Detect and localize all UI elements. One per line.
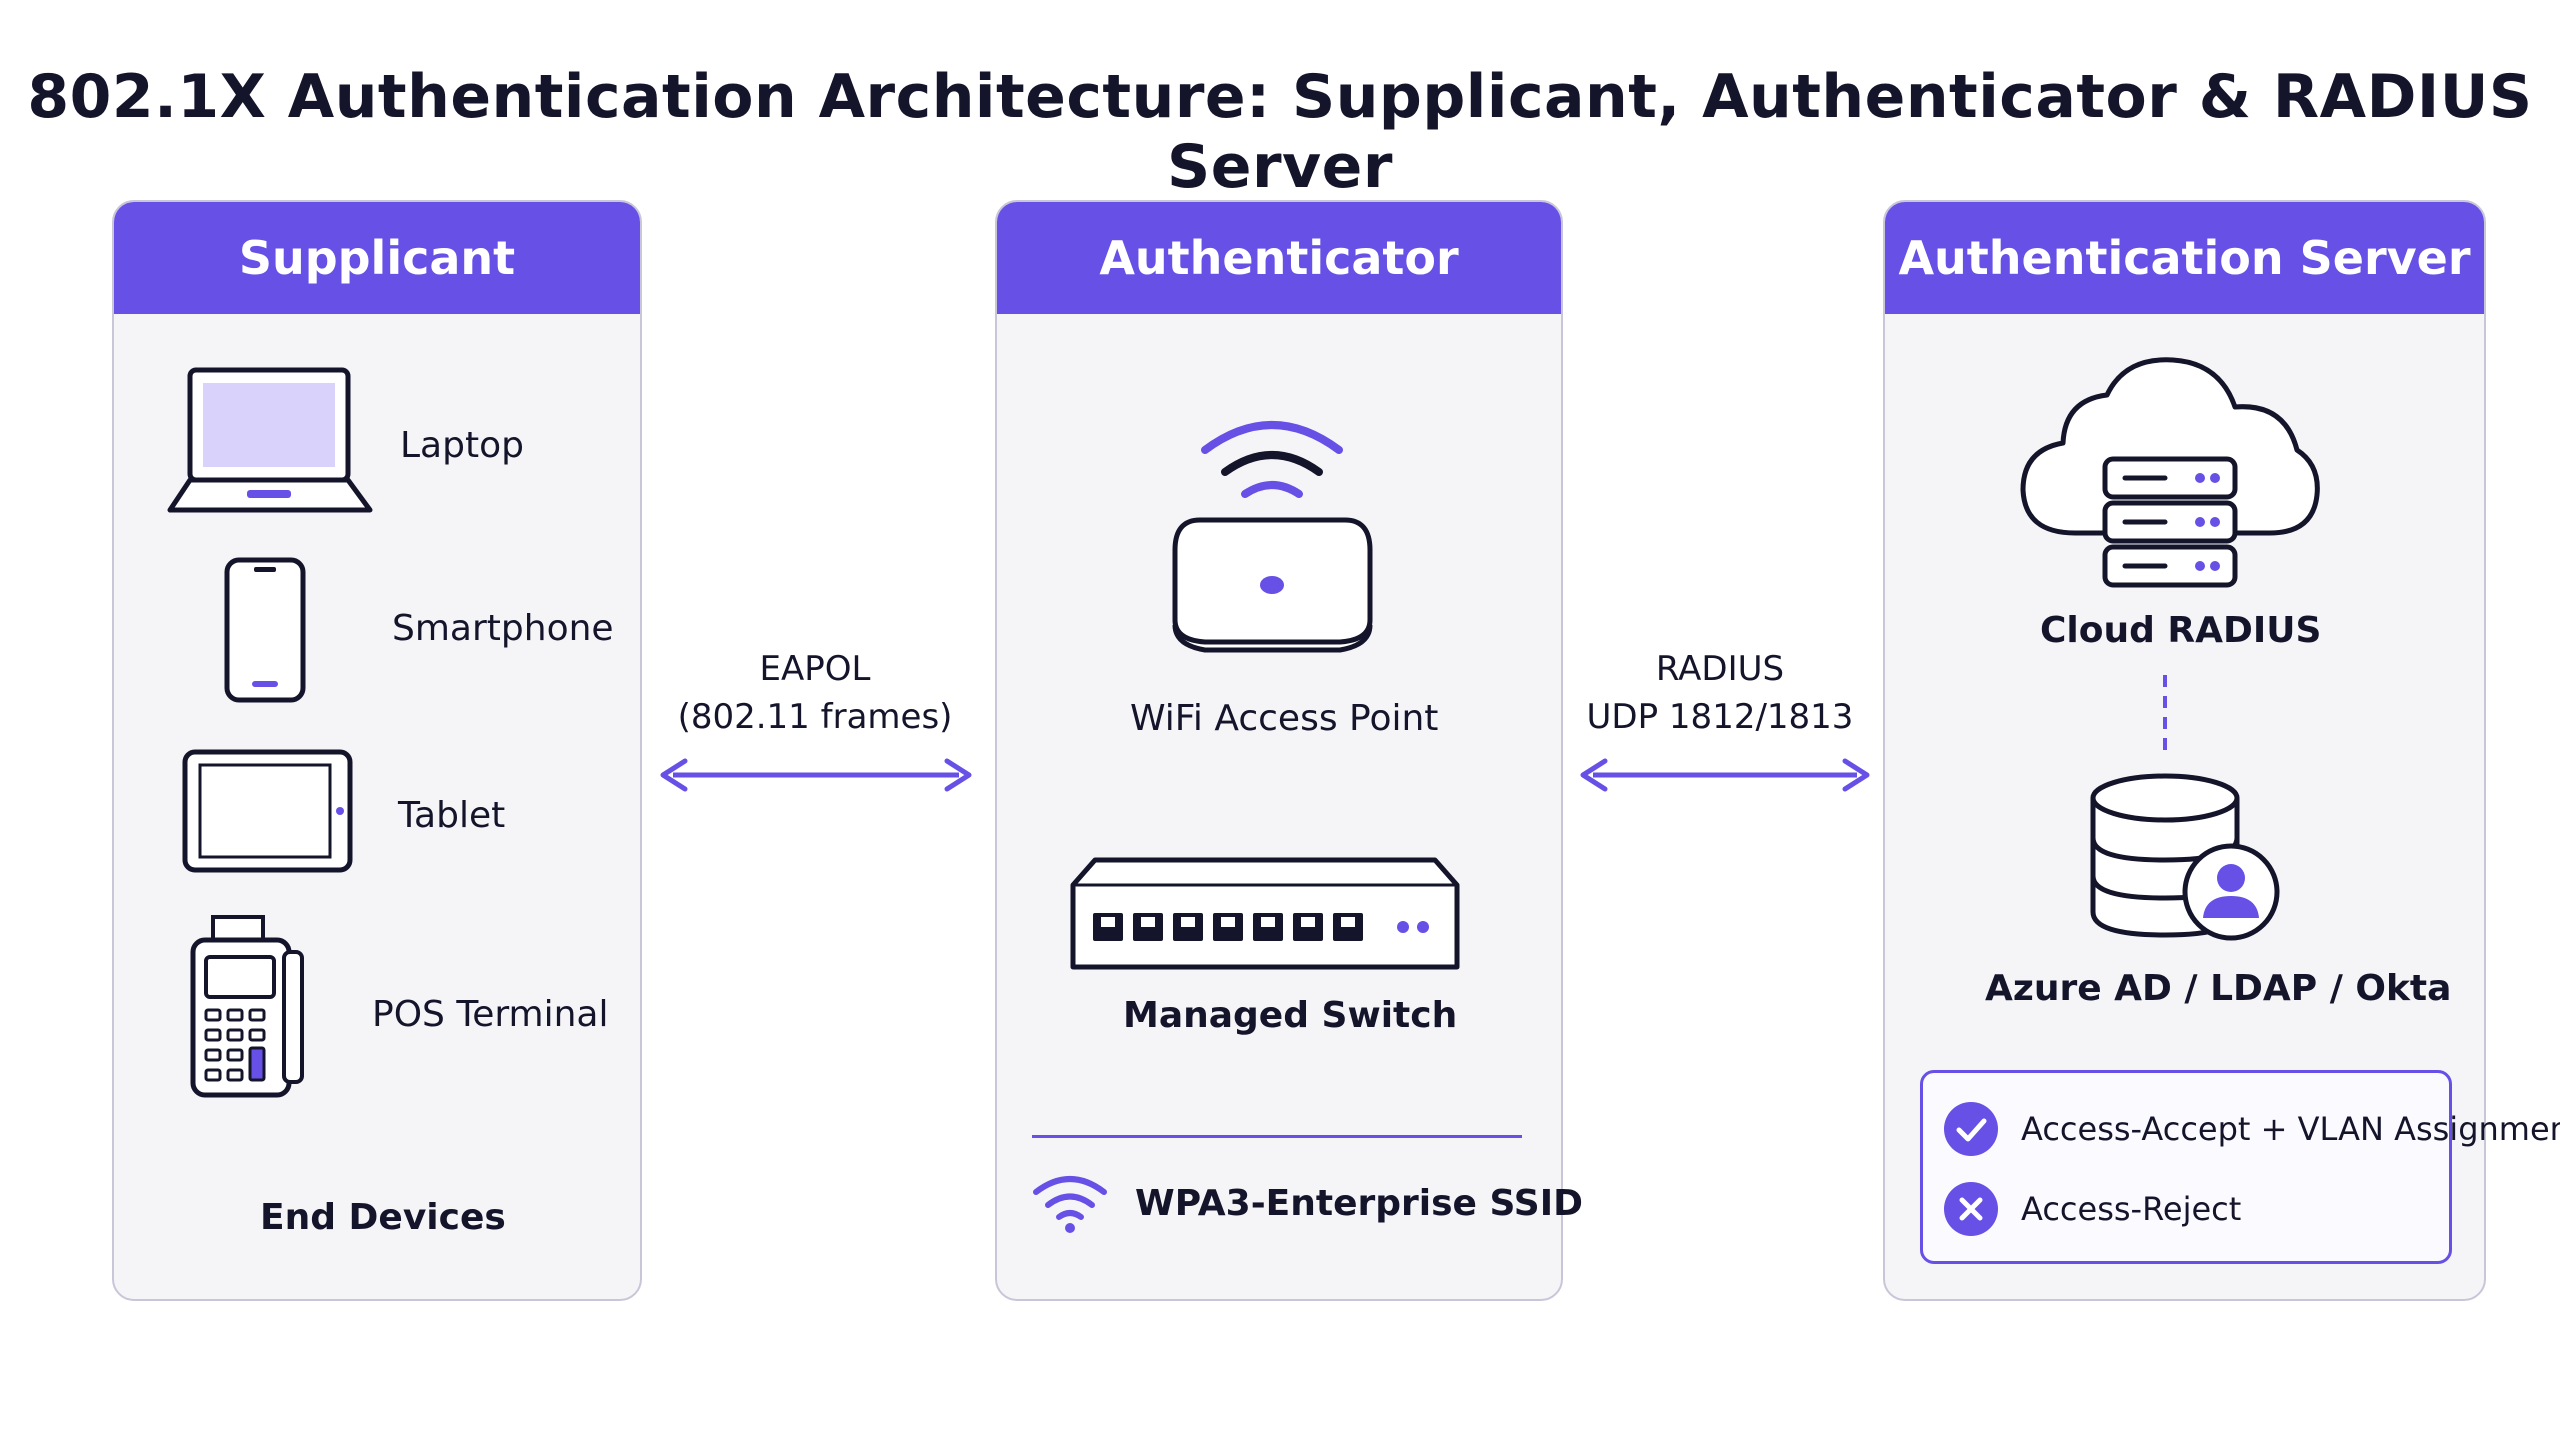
directory-label: Azure AD / LDAP / Okta <box>1985 968 2452 1009</box>
access-accept-label: Access-Accept + VLAN Assignment <box>2021 1110 2560 1148</box>
smartphone-icon <box>224 557 306 703</box>
managed-switch-icon <box>1070 857 1460 970</box>
auth-results-box: Access-Accept + VLAN Assignment Access-R… <box>1920 1070 2560 1264</box>
access-reject-label: Access-Reject <box>2021 1190 2242 1228</box>
device-label-tablet: Tablet <box>398 795 506 836</box>
wifi-access-point-icon <box>1172 421 1373 653</box>
managed-switch-label: Managed Switch <box>1123 995 1458 1036</box>
check-circle-icon <box>1944 1102 1998 1156</box>
cloud-radius-icon <box>2020 357 2320 588</box>
diagram-title: 802.1X Authentication Architecture: Supp… <box>27 62 2533 202</box>
result-row-reject: Access-Reject <box>1943 1181 2241 1237</box>
eapol-label: EAPOL <box>759 649 871 689</box>
radius-label: RADIUS <box>1655 649 1785 689</box>
x-circle-icon <box>1944 1182 1998 1236</box>
authenticator-panel: Authenticator <box>995 200 1563 1301</box>
wifi-signal-icon <box>1033 1176 1107 1233</box>
radius-double-arrow-icon <box>1580 758 1870 792</box>
tablet-icon <box>182 749 353 873</box>
wifi-access-point-label: WiFi Access Point <box>1130 698 1439 739</box>
radius-ports-label: UDP 1812/1813 <box>1586 697 1854 737</box>
supplicant-header: Supplicant <box>114 202 640 314</box>
directory-database-icon <box>2090 773 2280 941</box>
server-connector-line <box>2163 675 2167 755</box>
result-row-accept: Access-Accept + VLAN Assignment <box>1943 1101 2560 1157</box>
authentication-server-header: Authentication Server <box>1885 202 2484 314</box>
laptop-icon <box>167 367 373 513</box>
radius-link-label: RADIUS UDP 1812/1813 <box>1565 645 1875 741</box>
ssid-label: WPA3-Enterprise SSID <box>1135 1183 1583 1224</box>
device-label-laptop: Laptop <box>400 425 524 466</box>
eapol-double-arrow-icon <box>660 758 972 792</box>
eapol-frames-label: (802.11 frames) <box>677 697 953 737</box>
device-label-smartphone: Smartphone <box>392 608 614 649</box>
eapol-link-label: EAPOL (802.11 frames) <box>660 645 970 741</box>
authenticator-header: Authenticator <box>997 202 1561 314</box>
cloud-radius-label: Cloud RADIUS <box>2040 610 2322 651</box>
end-devices-label: End Devices <box>260 1197 506 1238</box>
pos-terminal-icon <box>190 915 304 1098</box>
authenticator-divider <box>1032 1135 1522 1138</box>
device-label-pos-terminal: POS Terminal <box>372 994 609 1035</box>
